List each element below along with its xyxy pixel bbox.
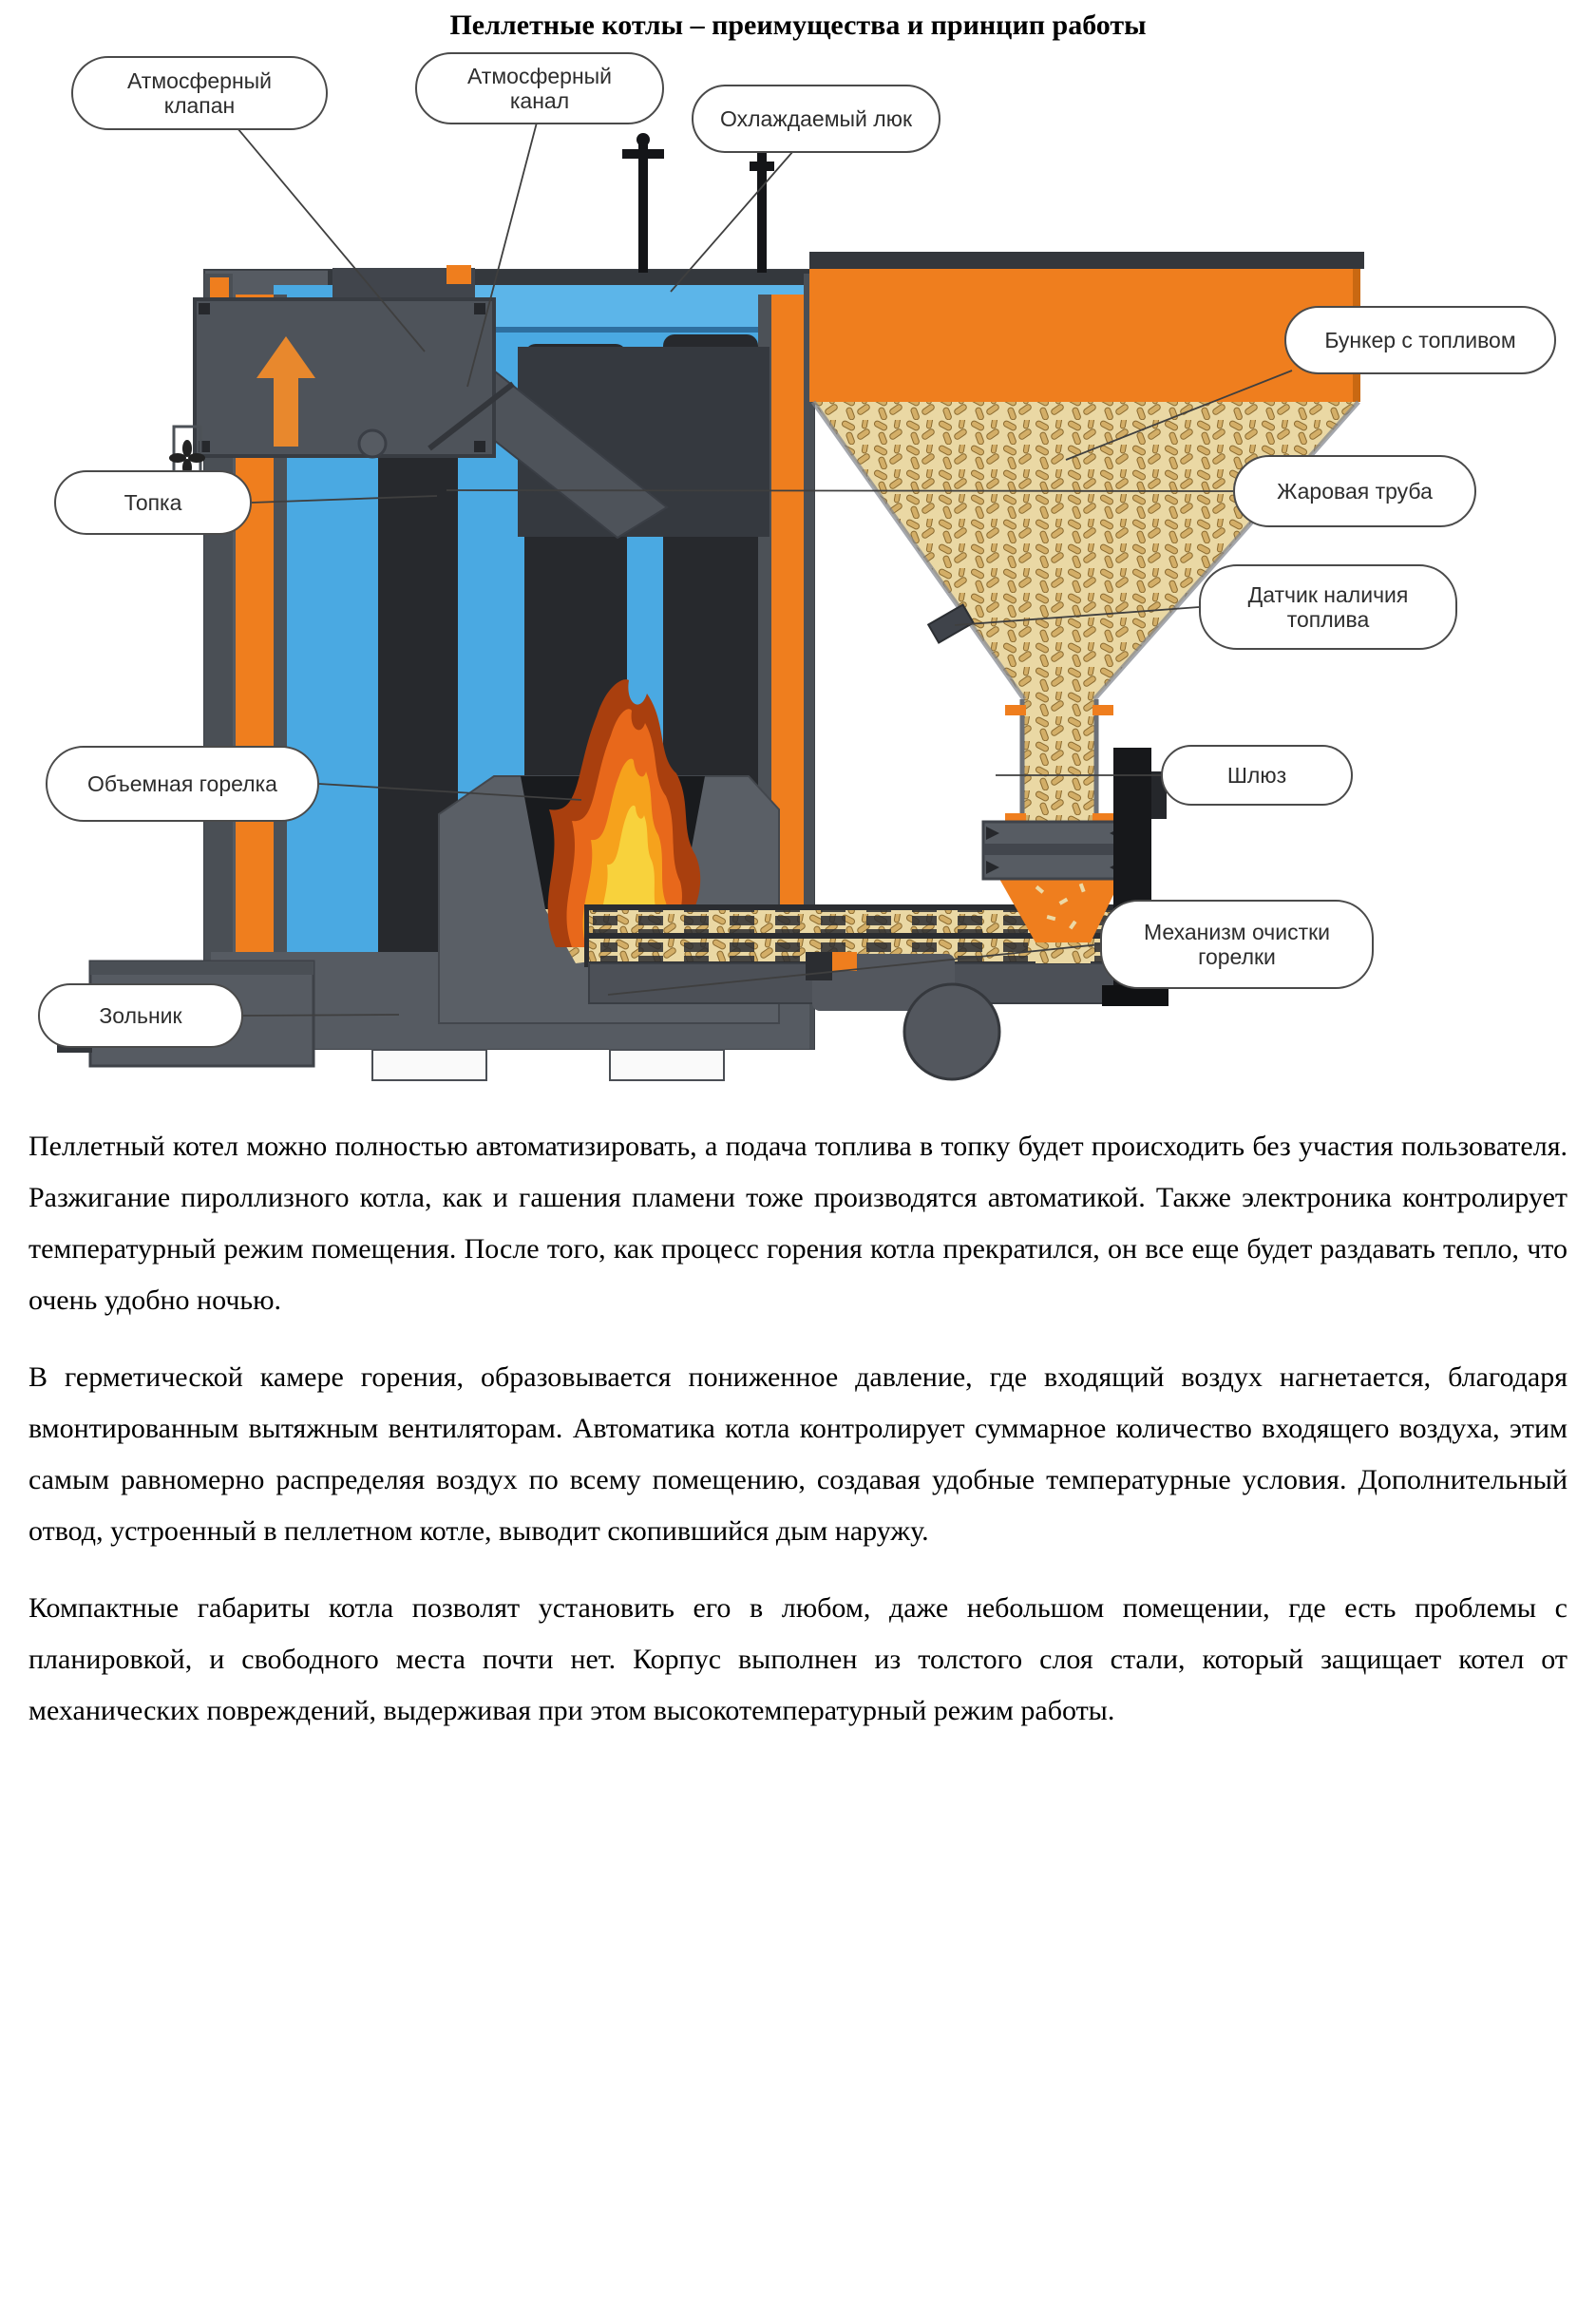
flame [547,679,701,947]
conveyor-motor [902,982,1001,1081]
paragraph-automation: Пеллетный котел можно полностью автомати… [28,1131,1568,1316]
chimney-stub [446,265,471,284]
air-flow-arrow [256,336,315,447]
article-body: Пеллетный котел можно полностью автомати… [28,1121,1568,1737]
callout-fuel-sensor: Датчик наличия топлива [1199,564,1457,650]
callout-firebox: Топка [54,470,252,535]
fuel-sensor-device [926,603,975,644]
page-title: Пеллетные котлы – преимущества и принцип… [449,10,1147,41]
boiler-feet [371,1049,725,1081]
callout-leader-lines [237,122,1293,1017]
feed-chute [999,879,1121,942]
callout-volumetric-burner: Объемная горелка [46,746,319,822]
cooled-hatch-channel [470,285,814,329]
tube-flanges [1005,705,1113,824]
feed-tube [1024,699,1094,825]
callout-atmospheric-valve: Атмосферный клапан [71,56,328,130]
callout-sluice: Шлюз [1161,745,1353,806]
fuel-hopper [809,252,1364,825]
callout-atmospheric-channel: Атмосферный канал [415,52,664,124]
burner-assembly [438,679,780,1024]
paragraph-compact-size: Компактные габариты котла позволят устан… [28,1592,1568,1726]
callout-fire-tube: Жаровая труба [1233,455,1476,527]
callout-cooled-hatch: Охлаждаемый люк [692,85,940,153]
paragraph-combustion-chamber: В герметической камере горения, образовы… [28,1361,1568,1547]
callout-burner-cleaning: Механизм очистки горелки [1100,900,1374,989]
atmospheric-valve-assembly [169,297,669,540]
callout-ash-pan: Зольник [38,983,243,1048]
boiler-diagram: Атмосферный клапан Атмосферный канал Охл… [0,49,1596,1106]
callout-fuel-bunker: Бункер с топливом [1284,306,1556,374]
hopper-pellets [813,402,1358,699]
